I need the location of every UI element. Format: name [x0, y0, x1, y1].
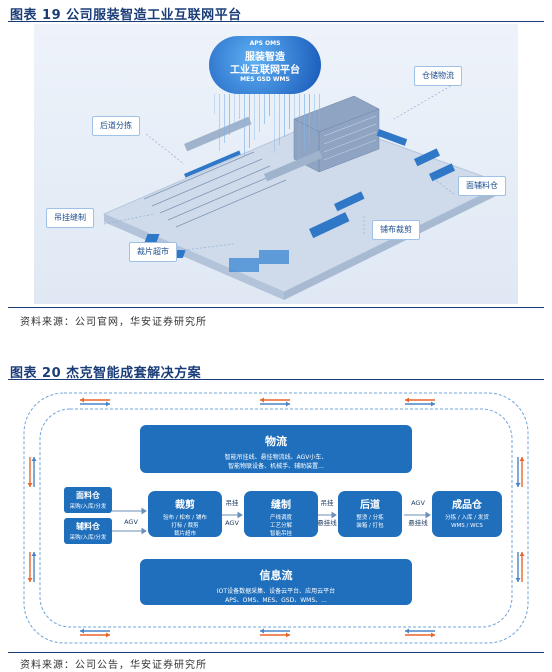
houdao-box: 后道 整烫 / 分拣 装箱 / 打包	[338, 491, 402, 537]
xinxiliu-line2: APS、OMS、MES、GSD、WMS、...	[225, 597, 327, 604]
data-rain-streak	[289, 94, 290, 129]
fengzhi-box: 缝制 产线调度 工艺分解 智能吊挂	[244, 491, 318, 537]
wuliu-line2: 智能物联设备、机械手、辅助装置...	[228, 463, 324, 470]
xinxiliu-box: 信息流 IOT设备数据采集、设备云平台、应用云平台 APS、OMS、MES、GS…	[140, 559, 412, 605]
connector-diaogua-3: 吊挂	[320, 499, 334, 507]
caijian-line2: 打标 / 裁剪	[171, 523, 199, 529]
caijian-line3: 裁片超市	[173, 531, 196, 537]
tag-cangchu-wuliu: 仓储物流	[414, 66, 462, 86]
data-rain-streak	[284, 94, 285, 137]
tag-diaogua-fengzhi: 吊挂缝制	[46, 208, 94, 228]
figure20-source: 资料来源：公司公告，华安证券研究所	[20, 660, 207, 671]
data-rain-streak	[309, 94, 310, 142]
mianliaocang-title: 面料仓	[76, 491, 100, 500]
figure20-title: 图表 20 杰克智能成套解决方案	[10, 366, 202, 381]
fuliaocang-box: 辅料仓 采购/入库/分发	[64, 518, 112, 544]
data-rain-streak	[249, 94, 250, 148]
figure20-top-rule	[8, 379, 544, 380]
data-rain-streak	[279, 94, 280, 145]
connector-agv1: AGV	[124, 518, 138, 526]
platform-cloud: APS OMS 服装智造 工业互联网平台 MES GSD WMS	[209, 36, 321, 94]
chengpincang-line1: 分拣 / 入库 / 发货	[445, 515, 489, 521]
connector-agv-2: AGV	[225, 519, 239, 527]
data-rain-streak	[294, 94, 295, 121]
data-rain-streak	[314, 94, 315, 134]
data-rain-streak	[244, 94, 245, 156]
tag-houdao-fenjian: 后道分拣	[92, 116, 140, 136]
chengpincang-box: 成品仓 分拣 / 入库 / 发货 WMS / WCS	[432, 491, 502, 537]
chengpincang-line2: WMS / WCS	[451, 523, 483, 529]
data-rain-streak	[319, 94, 320, 126]
figure19-bottom-rule	[8, 307, 544, 308]
data-rain-streak	[304, 94, 305, 150]
figure20-diagram: 物流 智能吊挂线、悬挂物流线、AGV小车、 智能物联设备、机械手、辅助装置...…	[20, 387, 532, 649]
data-rain-streak	[299, 94, 300, 158]
mianliaocang-sub: 采购/入库/分发	[69, 504, 107, 510]
xinxiliu-line1: IOT设备数据采集、设备云平台、应用云平台	[216, 588, 336, 595]
connector-xuanguaxian-4: 悬挂线	[408, 519, 428, 527]
fuliaocang-title: 辅料仓	[76, 522, 100, 531]
wuliu-box: 物流 智能吊挂线、悬挂物流线、AGV小车、 智能物联设备、机械手、辅助装置...	[140, 425, 412, 473]
connector-agv-4: AGV	[411, 499, 425, 507]
caijian-box: 裁剪 验布 / 松布 / 铺布 打标 / 裁剪 裁片超市	[148, 491, 222, 537]
caijian-line1: 验布 / 松布 / 铺布	[163, 515, 207, 521]
factory-floor-illustration	[102, 83, 506, 300]
data-rain-streak	[224, 94, 225, 143]
figure19-top-rule	[8, 21, 544, 22]
houdao-title: 后道	[360, 500, 380, 511]
tag-mianfuliao-cang: 面辅料仓	[458, 176, 506, 196]
diagram-frame	[23, 392, 529, 644]
tag-caipian-chaoshi: 裁片超市	[129, 242, 177, 262]
fengzhi-line3: 智能吊挂	[269, 531, 292, 537]
connector-xuanguaxian-3: 悬挂线	[317, 519, 337, 527]
data-rain-streak	[274, 94, 275, 153]
fengzhi-title: 缝制	[271, 500, 291, 511]
mianliaocang-box: 面料仓 采购/入库/分发	[64, 487, 112, 513]
data-rain-streak	[234, 94, 235, 127]
cloud-line1: APS OMS	[249, 40, 281, 47]
tag-pubu-caijian: 铺布裁剪	[372, 220, 420, 240]
data-rain-streak	[229, 94, 230, 135]
fengzhi-line1: 产线调度	[269, 515, 292, 521]
wuliu-line1: 智能吊挂线、悬挂物流线、AGV小车、	[224, 454, 328, 461]
fuliaocang-sub: 采购/入库/分发	[69, 535, 107, 541]
figure19-title: 图表 19 公司服装智造工业互联网平台	[10, 8, 242, 23]
chengpincang-title: 成品仓	[452, 500, 482, 511]
data-rain-streak	[264, 94, 265, 124]
data-rain-streak	[214, 94, 215, 114]
data-rain-streak	[239, 94, 240, 119]
figure19-source: 资料来源：公司官网，华安证券研究所	[20, 317, 207, 328]
xinxiliu-title: 信息流	[259, 569, 293, 582]
caijian-title: 裁剪	[175, 500, 195, 511]
data-rain-streak	[259, 94, 260, 132]
data-rain-streak	[269, 94, 270, 116]
data-rain-streak	[219, 94, 220, 151]
houdao-line1: 整烫 / 分拣	[356, 515, 384, 521]
connector-diaogua-1: 吊挂	[225, 499, 239, 507]
fengzhi-line2: 工艺分解	[269, 523, 292, 529]
figure20-bottom-rule	[8, 652, 544, 653]
houdao-line2: 装箱 / 打包	[356, 523, 384, 529]
data-rain-streak	[254, 94, 255, 140]
cloud-line3: 工业互联网平台	[230, 65, 300, 76]
wuliu-title: 物流	[265, 435, 287, 448]
cloud-line4: MES GSD WMS	[240, 76, 290, 83]
figure19-illustration: APS OMS 服装智造 工业互联网平台 MES GSD WMS 后道分拣 仓储…	[34, 24, 518, 304]
cloud-line2: 服装智造	[245, 52, 285, 63]
